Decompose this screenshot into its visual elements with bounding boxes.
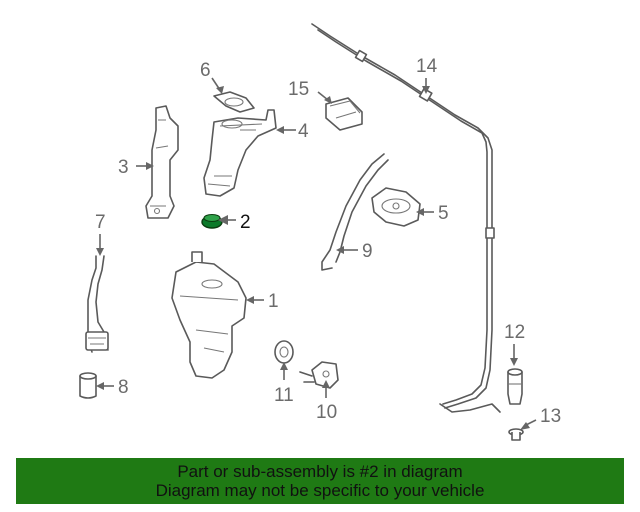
callout-4: 4 [298,121,309,142]
part-14-hose[interactable] [311,23,501,413]
parts-diagram: 1 2 3 4 5 6 7 8 9 10 11 12 13 14 15 [79,23,561,441]
callout-11: 11 [274,385,294,406]
part-2-grommet[interactable] [201,213,223,229]
callout-labels: 1 2 3 4 5 6 7 8 9 10 11 12 13 14 15 [95,56,561,427]
part-11-grommet[interactable] [274,340,294,364]
part-7-hose-assembly[interactable] [85,255,109,353]
part-15-clip[interactable] [325,97,363,131]
callout-3: 3 [118,157,129,178]
callout-leaders [96,77,537,430]
part-1-reservoir[interactable] [171,251,247,379]
part-3-bracket[interactable] [145,105,179,219]
callout-12: 12 [504,322,525,343]
callout-1: 1 [268,291,279,312]
info-banner: Part or sub-assembly is #2 in diagram Di… [16,458,624,504]
callout-14: 14 [416,56,438,77]
callout-8: 8 [118,377,129,398]
callout-7: 7 [95,212,106,233]
part-4-filler-neck[interactable] [203,109,277,197]
part-5-cover[interactable] [371,187,421,227]
callout-13: 13 [540,406,561,427]
part-6-seal[interactable] [213,91,255,113]
callout-6: 6 [200,60,211,81]
part-13-clip[interactable] [508,428,524,441]
callout-9: 9 [362,241,373,262]
part-12-sensor[interactable] [507,368,523,405]
callout-10: 10 [316,402,337,423]
callout-5: 5 [438,203,449,224]
banner-line-1: Part or sub-assembly is #2 in diagram [177,462,463,481]
banner-line-2: Diagram may not be specific to your vehi… [155,481,485,500]
part-8-cylinder[interactable] [79,372,97,399]
callout-2: 2 [240,212,251,233]
callout-15: 15 [288,79,309,100]
part-10-pump[interactable] [299,361,339,389]
